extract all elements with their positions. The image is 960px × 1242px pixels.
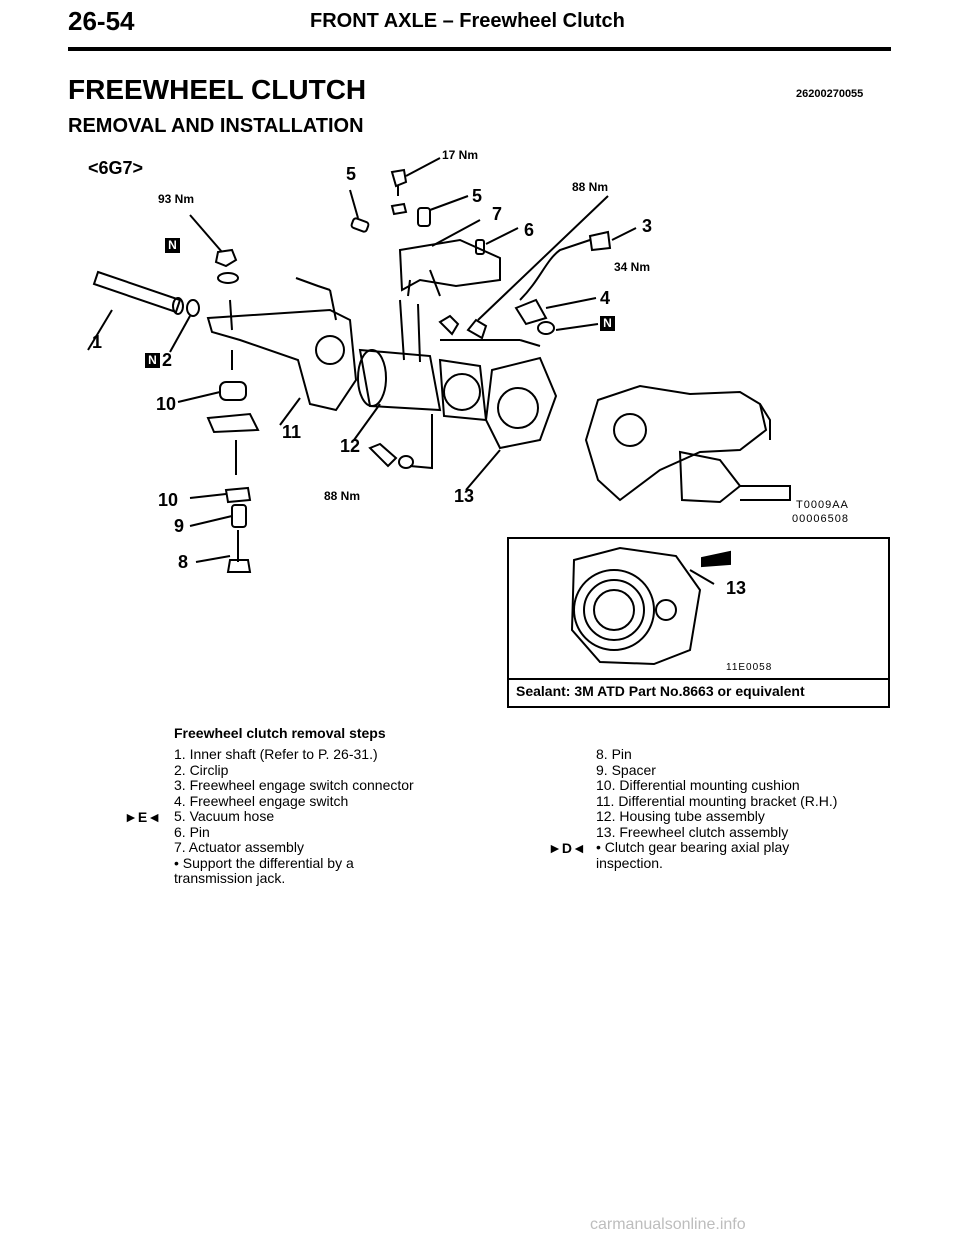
part-number: 6 [524, 220, 535, 240]
steps-right-column: 8. Pin 9. Spacer 10. Differential mounti… [596, 746, 838, 871]
footer-watermark[interactable]: carmanualsonline.info [590, 1216, 746, 1233]
torque-label: 34 Nm [614, 260, 651, 274]
torque-label: 17 Nm [442, 148, 479, 162]
steps-left-column: 1. Inner shaft (Refer to P. 26-31.) 2. C… [174, 746, 414, 887]
service-ref-e: ►E◄ [124, 809, 162, 825]
part-number: 10 [156, 394, 177, 414]
step-item: 10. Differential mounting cushion [596, 777, 800, 793]
header-rule [68, 47, 891, 51]
part-number: 9 [174, 516, 185, 536]
step-item: 8. Pin [596, 746, 632, 762]
section-title: FREEWHEEL CLUTCH [68, 74, 367, 105]
section-code: 26200270055 [796, 88, 864, 100]
sealant-caption: Sealant: 3M ATD Part No.8663 or equivale… [516, 683, 805, 699]
page-header-title: FRONT AXLE – Freewheel Clutch [310, 10, 625, 32]
part-number: 11 [282, 422, 302, 442]
step-item: inspection. [596, 854, 663, 871]
step-item: • Support the differential by a [174, 854, 354, 871]
part-number: 7 [492, 204, 503, 224]
figure-code: T0009AA [796, 499, 849, 511]
new-part-mark: N [145, 353, 160, 368]
step-item: transmission jack. [174, 870, 286, 886]
part-number: 8 [178, 552, 189, 572]
service-ref-d: ►D◄ [548, 840, 586, 856]
steps-title: Freewheel clutch removal steps [174, 725, 386, 741]
part-number: 10 [158, 490, 179, 510]
part-number: 1 [92, 332, 103, 352]
torque-label: 88 Nm [324, 489, 361, 503]
inset-part-number: 13 [726, 578, 747, 598]
subsection-title: REMOVAL AND INSTALLATION [68, 115, 364, 137]
step-item: • Clutch gear bearing axial play [596, 839, 790, 855]
step-item: 9. Spacer [596, 761, 656, 778]
step-item: 13. Freewheel clutch assembly [596, 823, 789, 840]
part-number: 12 [340, 436, 361, 456]
step-item: 7. Actuator assembly [174, 839, 304, 855]
inset-divider [507, 678, 888, 680]
step-item: 3. Freewheel engage switch connector [174, 777, 414, 793]
part-number: 4 [600, 288, 611, 308]
part-number: 5 [472, 186, 483, 206]
new-part-mark: N [165, 238, 180, 253]
model-tag: <6G7> [88, 158, 144, 178]
new-part-mark: N [600, 316, 615, 331]
step-item: 2. Circlip [174, 761, 229, 778]
torque-label: 88 Nm [572, 180, 609, 194]
step-item: 1. Inner shaft (Refer to P. 26-31.) [174, 746, 378, 762]
inset-figure-code: 11E0058 [726, 662, 773, 673]
page-number: 26-54 [68, 6, 135, 36]
figure-code: 00006508 [792, 513, 849, 525]
step-item: 12. Housing tube assembly [596, 808, 765, 824]
step-item: 11. Differential mounting bracket (R.H.) [596, 792, 838, 809]
part-number: 5 [346, 164, 357, 184]
part-number: 2 [162, 350, 173, 370]
sealant-inset-box [507, 537, 890, 708]
step-item: 6. Pin [174, 823, 210, 840]
step-item: 4. Freewheel engage switch [174, 792, 349, 809]
part-number: 13 [454, 486, 475, 506]
part-number: 3 [642, 216, 653, 236]
step-item: 5. Vacuum hose [174, 808, 275, 824]
torque-label: 93 Nm [158, 192, 195, 206]
